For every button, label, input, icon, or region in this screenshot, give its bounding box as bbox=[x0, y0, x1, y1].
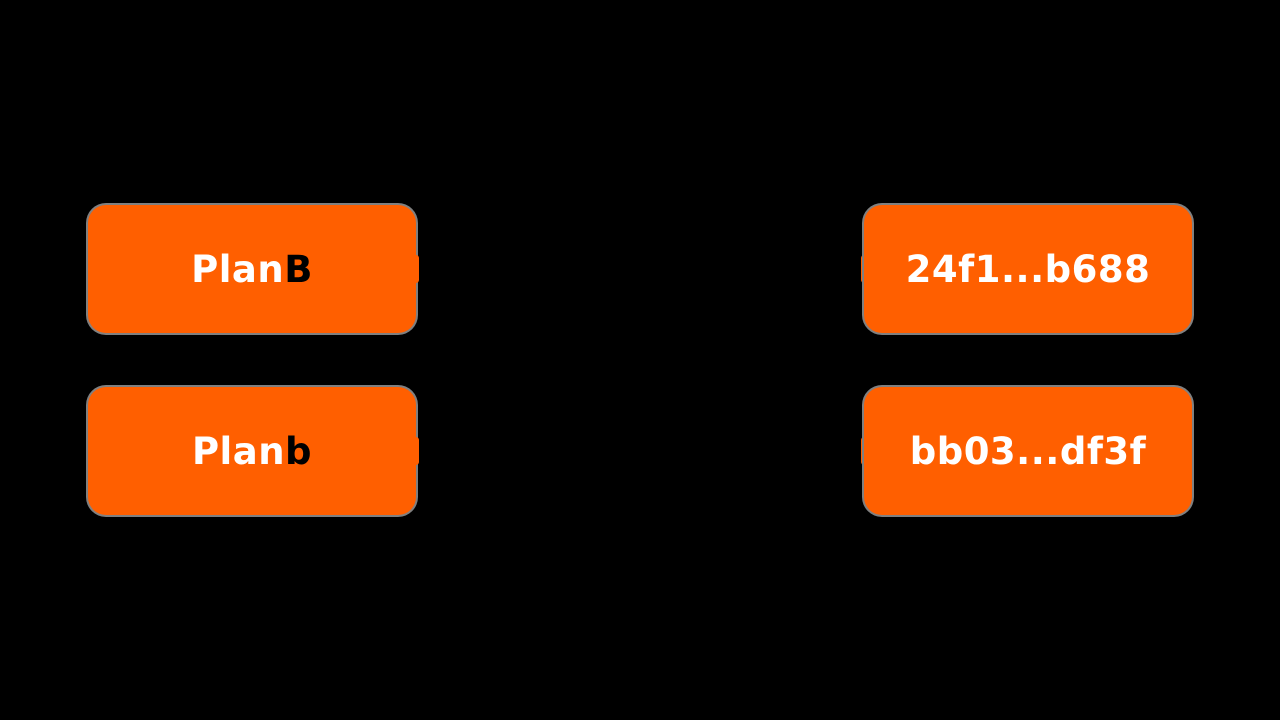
input-label-1: PlanB bbox=[191, 248, 313, 291]
input-box-1: PlanB bbox=[88, 205, 416, 333]
input-label-2: Planb bbox=[192, 430, 312, 473]
input-prefix-2: Plan bbox=[191, 429, 286, 473]
input-connector-1 bbox=[413, 255, 419, 283]
input-prefix-1: Plan bbox=[191, 247, 285, 291]
output-box-1: 24f1...b688 bbox=[864, 205, 1192, 333]
output-box-2: bb03...df3f bbox=[864, 387, 1192, 515]
output-hash-2: bb03...df3f bbox=[909, 429, 1147, 473]
input-connector-2 bbox=[413, 437, 419, 465]
output-hash-1: 24f1...b688 bbox=[905, 247, 1151, 291]
input-changed-char-2: b bbox=[285, 429, 313, 473]
input-changed-char-1: B bbox=[284, 247, 313, 291]
input-box-2: Planb bbox=[88, 387, 416, 515]
